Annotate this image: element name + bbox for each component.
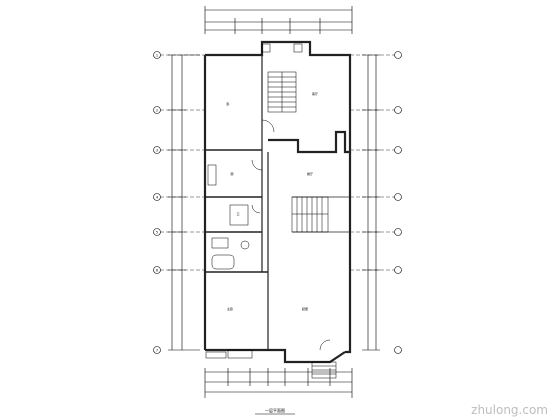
bubble-label-6: 6	[156, 269, 158, 273]
bubble-label-4: 4	[156, 196, 159, 200]
room-label-lounge: 起居	[302, 306, 308, 311]
bubble-label-2: 2	[156, 109, 158, 113]
room-label-bath: 卫	[236, 212, 239, 216]
grid-bubble-labels: 1 2 3 4 5 6 7	[156, 54, 159, 353]
bubble-label-7: 7	[156, 349, 158, 353]
stair-entry	[311, 361, 337, 379]
stair-lower	[291, 196, 329, 233]
top-dimension-lines	[204, 6, 353, 34]
drawing-caption: 一层平面图	[265, 407, 285, 413]
right-dimension-lines	[362, 54, 380, 351]
watermark: zhulong.com	[471, 403, 548, 417]
room-label-bedroom: 卧	[226, 101, 229, 106]
building-walls	[203, 40, 352, 364]
room-labels: 卧 客厅 厨 餐厅 卫 主卧 起居	[226, 91, 318, 311]
bottom-dimension-lines	[204, 368, 353, 398]
room-label-dining: 餐厅	[307, 171, 313, 176]
bathroom-fixtures	[205, 43, 303, 359]
bubble-label-1: 1	[156, 54, 158, 58]
stair-upper	[267, 71, 297, 113]
bubble-label-5: 5	[156, 231, 158, 235]
grid-axis-lines	[160, 54, 395, 271]
doors	[251, 119, 331, 351]
left-dimension-lines	[168, 54, 200, 351]
left-grid-bubbles	[153, 51, 161, 354]
room-label-kitchen: 厨	[230, 171, 233, 176]
right-grid-bubbles	[394, 51, 402, 354]
room-label-master: 主卧	[227, 306, 233, 311]
bubble-label-3: 3	[156, 149, 158, 153]
room-label-living: 客厅	[312, 91, 318, 96]
